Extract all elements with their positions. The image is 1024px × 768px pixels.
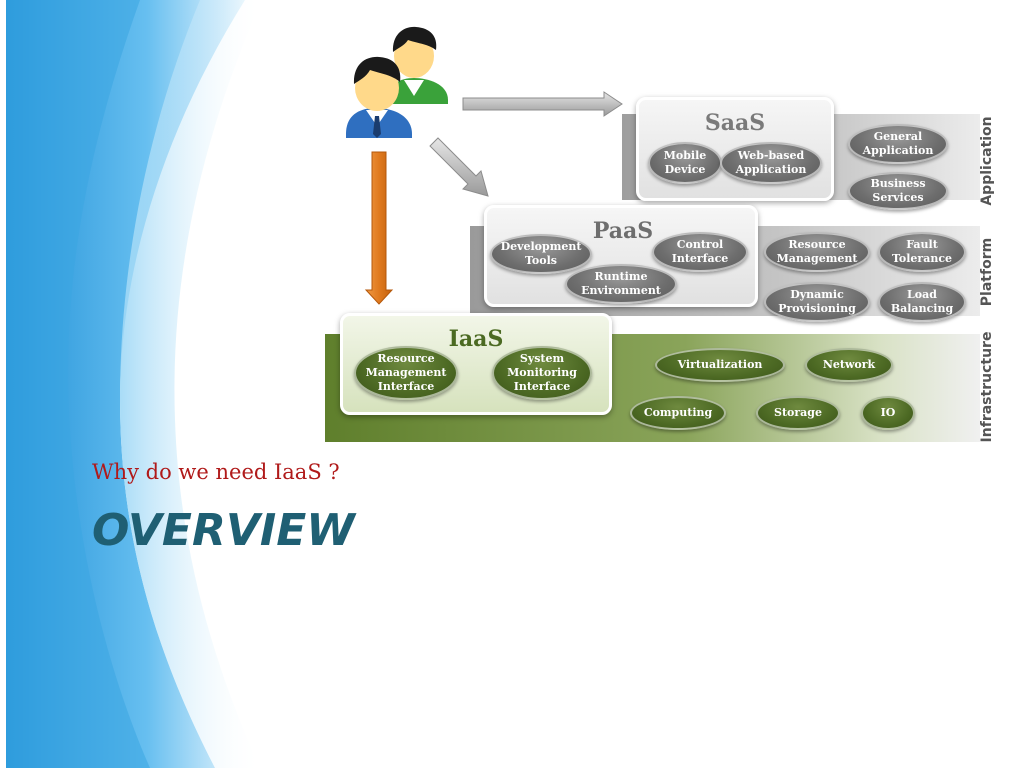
paas-title: PaaS — [592, 218, 654, 244]
pill-development-tools: Development Tools — [490, 234, 592, 274]
pill-storage: Storage — [756, 396, 840, 430]
pill-virtualization: Virtualization — [655, 348, 785, 382]
user-back-icon — [388, 26, 448, 104]
pill-system-monitoring-interface: System Monitoring Interface — [492, 346, 592, 400]
users-icon — [346, 26, 448, 138]
arrow-diagonal-icon — [429, 137, 489, 197]
slide-title: OVERVIEW — [92, 505, 355, 556]
pill-load-balancing: Load Balancing — [878, 282, 966, 322]
pill-io: IO — [861, 396, 915, 430]
pill-network: Network — [805, 348, 893, 382]
pill-web-based-application: Web-based Application — [720, 142, 822, 184]
user-front-icon — [346, 56, 412, 138]
pill-fault-tolerance: Fault Tolerance — [878, 232, 966, 272]
background-swoosh — [0, 0, 262, 768]
iaas-title: IaaS — [448, 326, 504, 352]
pill-resource-management: Resource Management — [764, 232, 870, 272]
arrow-down-icon — [364, 151, 394, 305]
pill-control-interface: Control Interface — [652, 232, 748, 272]
pill-dynamic-provisioning: Dynamic Provisioning — [764, 282, 870, 322]
saas-title: SaaS — [704, 110, 766, 136]
pill-computing: Computing — [630, 396, 726, 430]
arrow-right-icon — [462, 91, 623, 117]
pill-business-services: Business Services — [848, 172, 948, 210]
pill-mobile-device: Mobile Device — [648, 142, 722, 184]
pill-runtime-environment: Runtime Environment — [565, 264, 677, 304]
pill-resource-management-interface: Resource Management Interface — [354, 346, 458, 400]
slide-subtitle: Why do we need IaaS ? — [92, 460, 340, 484]
pill-general-application: General Application — [848, 124, 948, 164]
